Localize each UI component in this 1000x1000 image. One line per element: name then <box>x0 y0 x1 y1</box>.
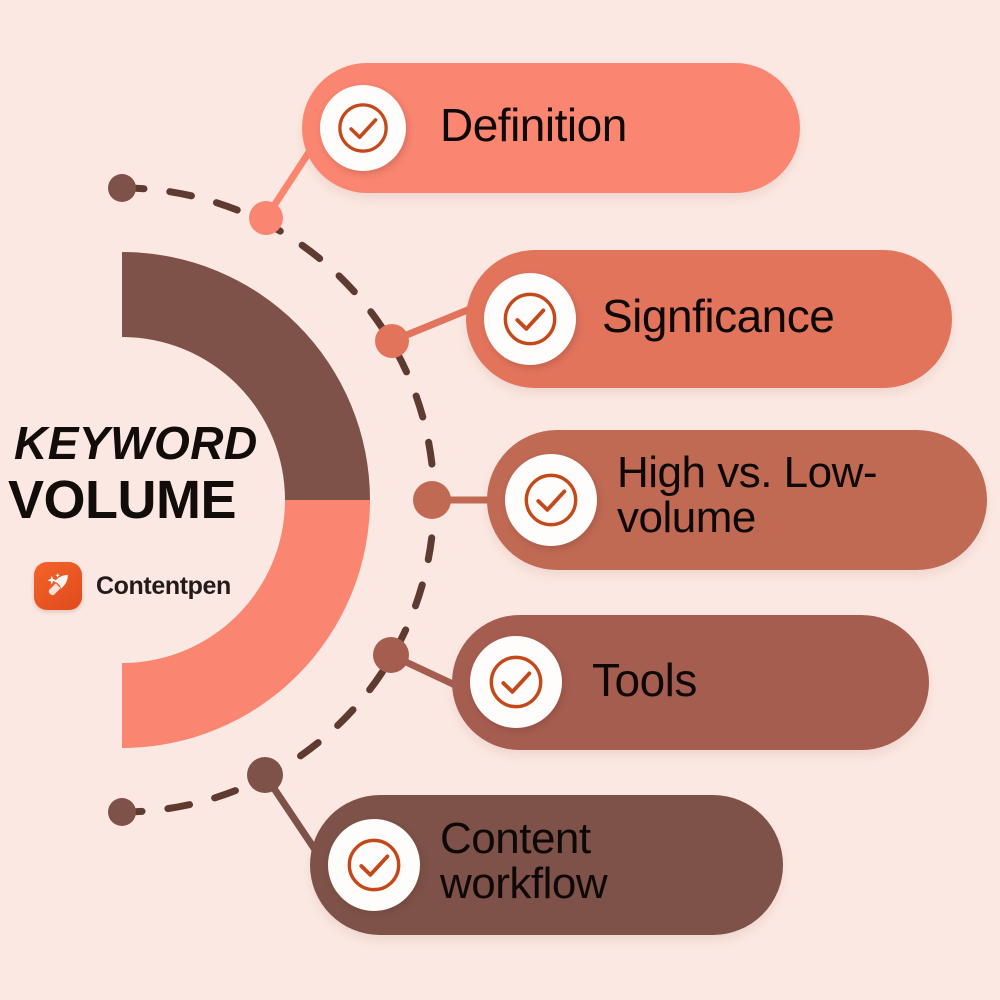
check-circle-icon <box>484 273 576 365</box>
spine-endpoint-dot-bottom <box>108 798 136 826</box>
check-circle-icon <box>470 636 562 728</box>
connector-node-1 <box>249 201 283 235</box>
page-title-line-1: KEYWORD <box>14 417 258 469</box>
page-title-line-2: VOLUME <box>8 470 237 530</box>
brand-lockup: Contentpen <box>34 562 231 610</box>
list-item[interactable]: Signficance <box>466 250 952 388</box>
connector-node-4 <box>373 637 409 673</box>
gauge-segment-upper <box>122 252 370 500</box>
list-item-label: Content workflow <box>440 814 608 908</box>
gauge-segment-lower <box>122 500 370 748</box>
check-circle-icon <box>505 454 597 546</box>
list-item-label: Signficance <box>602 290 835 342</box>
list-item[interactable]: Definition <box>302 63 800 193</box>
check-circle-icon <box>320 85 406 171</box>
hero-title-block: KEYWORD VOLUME <box>8 420 308 529</box>
check-circle-icon <box>328 819 420 911</box>
brand-name: Contentpen <box>96 571 231 600</box>
list-item-label: Tools <box>592 654 697 706</box>
connector-node-3 <box>413 481 451 519</box>
spine-endpoint-dot-top <box>108 174 136 202</box>
list-item-label: High vs. Low- volume <box>617 448 878 542</box>
list-item[interactable]: Content workflow <box>310 795 783 935</box>
list-item[interactable]: Tools <box>452 615 929 750</box>
list-item[interactable]: High vs. Low- volume <box>487 430 987 570</box>
connector-node-2 <box>375 324 409 358</box>
connector-node-5 <box>247 757 283 793</box>
sparkle-pen-icon <box>34 562 82 610</box>
list-item-label: Definition <box>440 99 627 151</box>
